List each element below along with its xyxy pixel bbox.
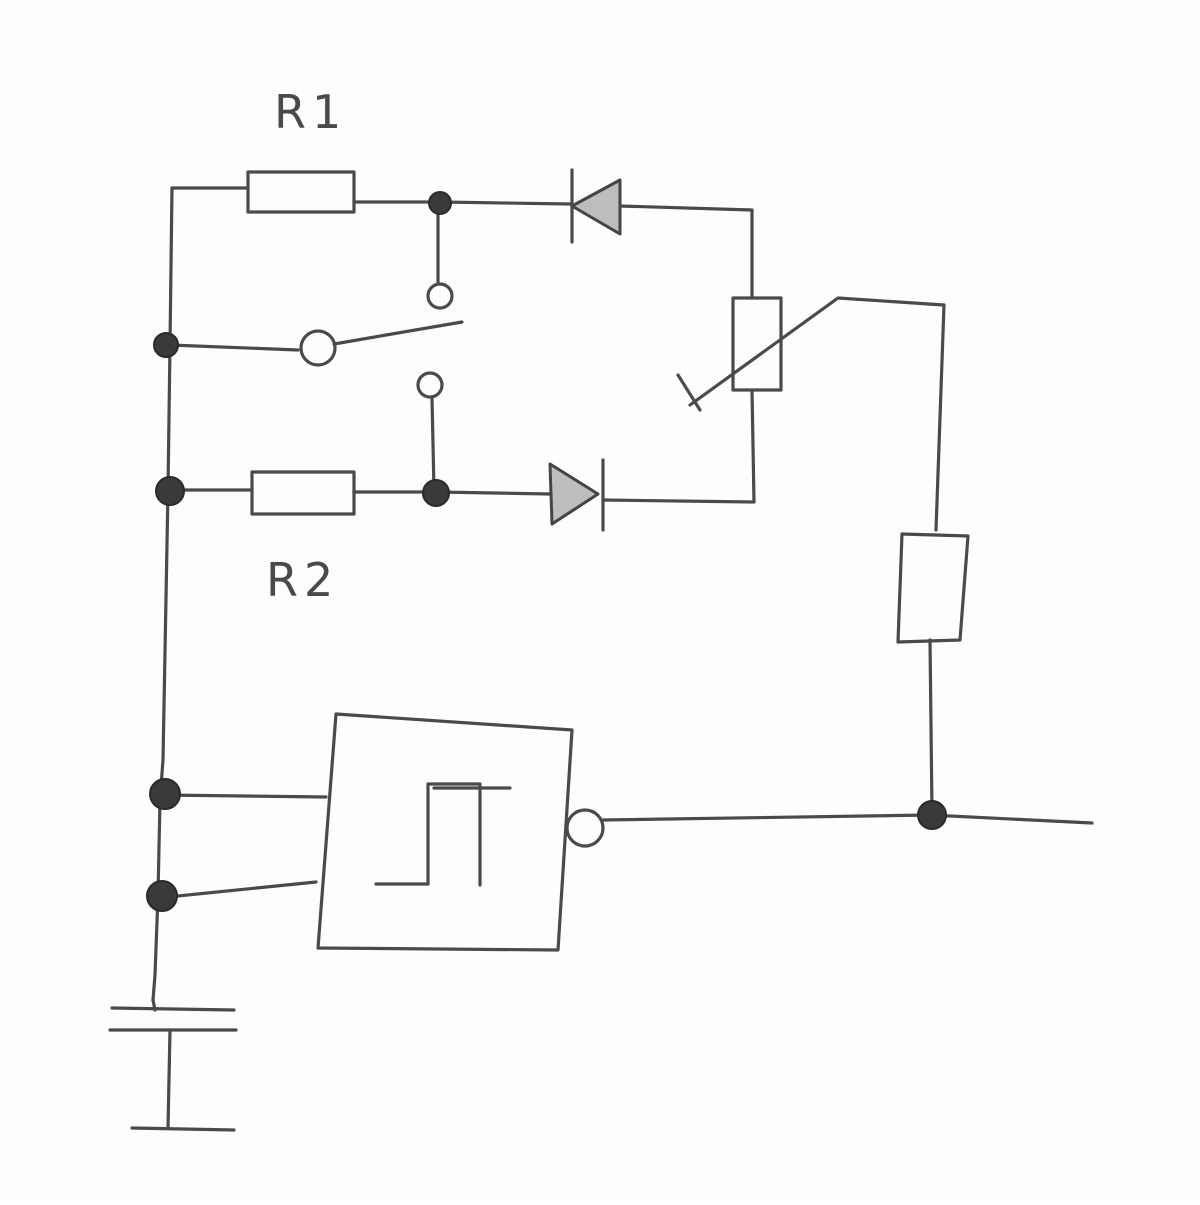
resistor-r1	[246, 170, 356, 214]
ground-bar	[130, 1126, 236, 1132]
junction-dot	[149, 778, 181, 810]
schmitt-block	[316, 712, 574, 952]
switch-lower-stem	[430, 396, 436, 492]
junction-dot	[155, 476, 185, 506]
junction-dot	[917, 800, 947, 830]
capacitor-plate-top	[110, 1006, 236, 1012]
switch-upper-contact	[426, 282, 454, 310]
variable-resistor-arrow	[688, 296, 946, 407]
junction-dot	[422, 479, 450, 507]
label-r1: R1	[274, 85, 347, 139]
input-wire-a	[160, 793, 328, 799]
input-wire-b	[156, 880, 318, 900]
top-wire-mid	[352, 200, 572, 206]
ground-lead	[166, 1028, 172, 1130]
variable-resistor-body	[731, 296, 783, 392]
label-r2: R2	[266, 553, 339, 607]
right-wire-top	[934, 303, 946, 532]
switch-lever	[332, 320, 464, 346]
variable-resistor-tick	[676, 373, 702, 412]
hysteresis-symbol	[374, 782, 512, 887]
switch-lower-contact	[416, 371, 444, 399]
inverter-bubble	[565, 808, 605, 848]
diode-top-triangle	[570, 178, 622, 236]
junction-dot	[428, 191, 452, 215]
right-wire-bottom	[928, 638, 934, 814]
junction-dot	[153, 332, 179, 358]
switch-pivot-contact	[299, 329, 337, 367]
output-wire	[601, 813, 1094, 825]
bottom-wire-mid	[352, 490, 552, 496]
diode-bottom-triangle	[548, 462, 600, 526]
bottom-wire-right	[601, 388, 756, 504]
left-rail-wire	[151, 186, 174, 1002]
resistor-right	[896, 532, 970, 644]
resistor-r2	[250, 470, 356, 516]
top-wire-right	[618, 204, 754, 300]
junction-dot	[146, 880, 178, 912]
switch-common-wire	[168, 343, 300, 352]
